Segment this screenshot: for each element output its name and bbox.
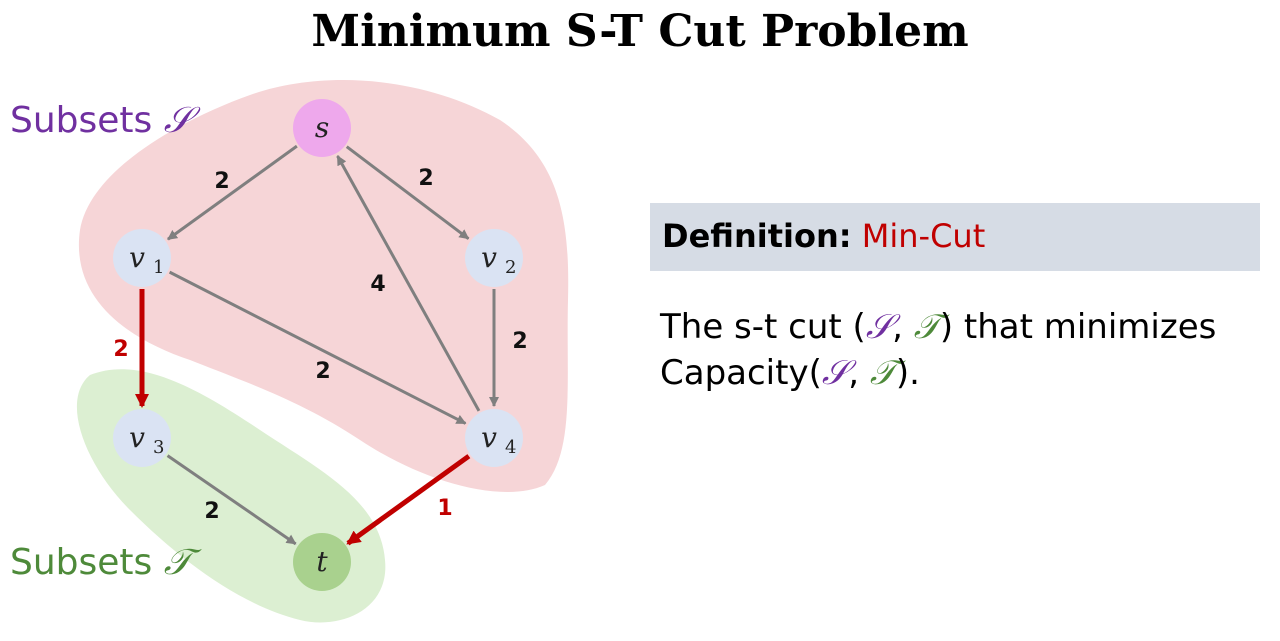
- definition-label: Definition:: [662, 217, 852, 255]
- node-label-v4: v: [481, 421, 497, 454]
- node-circle-s: [293, 99, 351, 157]
- subsets-s-symbol: 𝒮: [163, 100, 192, 141]
- description-symbol-s-2: 𝒮: [821, 353, 849, 393]
- edge-capacity-v4-s: 4: [370, 272, 385, 297]
- subsets-s-text: Subsets: [10, 100, 153, 141]
- node-subscript-v3: 3: [153, 437, 164, 458]
- node-label-v2: v: [481, 241, 497, 274]
- edge-v1-v4: [168, 270, 467, 425]
- description-symbol-s: 𝒮: [865, 307, 893, 347]
- edge-capacity-v1-v3: 2: [113, 337, 128, 362]
- node-label-v3: v: [129, 421, 145, 454]
- description-comma: ,: [892, 307, 914, 347]
- edge-capacity-v2-v4: 2: [512, 329, 527, 354]
- description-line1-prefix: The s-t cut (: [660, 307, 866, 347]
- node-label-v1: v: [129, 241, 145, 274]
- node-subscript-v1: 1: [153, 257, 164, 278]
- description-line-1: The s-t cut (𝒮, 𝒯) that minimizes: [660, 304, 1270, 350]
- node-circle-v2: [465, 229, 523, 287]
- description-line1-suffix: ) that minimizes: [939, 307, 1217, 347]
- node-circle-t: [293, 533, 351, 591]
- description-line-2: Capacity(𝒮, 𝒯).: [660, 350, 1270, 396]
- description-line2-prefix: Capacity(: [660, 353, 822, 393]
- edge-v4-s: [336, 155, 481, 412]
- node-t: t: [293, 533, 351, 591]
- definition-description: The s-t cut (𝒮, 𝒯) that minimizes Capaci…: [660, 304, 1270, 396]
- edge-capacity-s-v1: 2: [214, 169, 229, 194]
- edge-capacity-v3-t: 2: [204, 499, 219, 524]
- description-line2-suffix: ).: [895, 353, 920, 393]
- definition-box: Definition: Min-Cut: [650, 203, 1260, 271]
- node-circle-v3: [113, 409, 171, 467]
- description-comma-2: ,: [848, 353, 870, 393]
- edge-v4-t: [346, 454, 471, 546]
- node-s: s: [293, 99, 351, 157]
- edge-capacity-v1-v4: 2: [315, 359, 330, 384]
- subsets-t-symbol: 𝒯: [163, 542, 192, 583]
- definition-heading: Definition: Min-Cut: [662, 217, 985, 255]
- subsets-t-text: Subsets: [10, 542, 153, 583]
- node-subscript-v2: 2: [505, 257, 516, 278]
- definition-term: Min-Cut: [861, 217, 986, 255]
- subset-s-region: [78, 80, 569, 493]
- subsets-s-label: Subsets 𝒮: [10, 100, 192, 142]
- node-label-t: t: [316, 545, 328, 578]
- edge-v3-t: [166, 454, 297, 546]
- description-symbol-t-2: 𝒯: [869, 353, 896, 393]
- node-circle-v1: [113, 229, 171, 287]
- subsets-t-label: Subsets 𝒯: [10, 542, 191, 584]
- edge-capacity-s-v2: 2: [418, 166, 433, 191]
- edge-capacity-v4-t: 1: [437, 496, 452, 521]
- page-title: Minimum S-T Cut Problem: [311, 6, 969, 57]
- edge-s-v2: [345, 145, 470, 240]
- edge-s-v1: [167, 144, 298, 241]
- node-label-s: s: [315, 111, 329, 144]
- node-circle-v4: [465, 409, 523, 467]
- description-symbol-t: 𝒯: [913, 307, 940, 347]
- node-subscript-v4: 4: [505, 437, 516, 458]
